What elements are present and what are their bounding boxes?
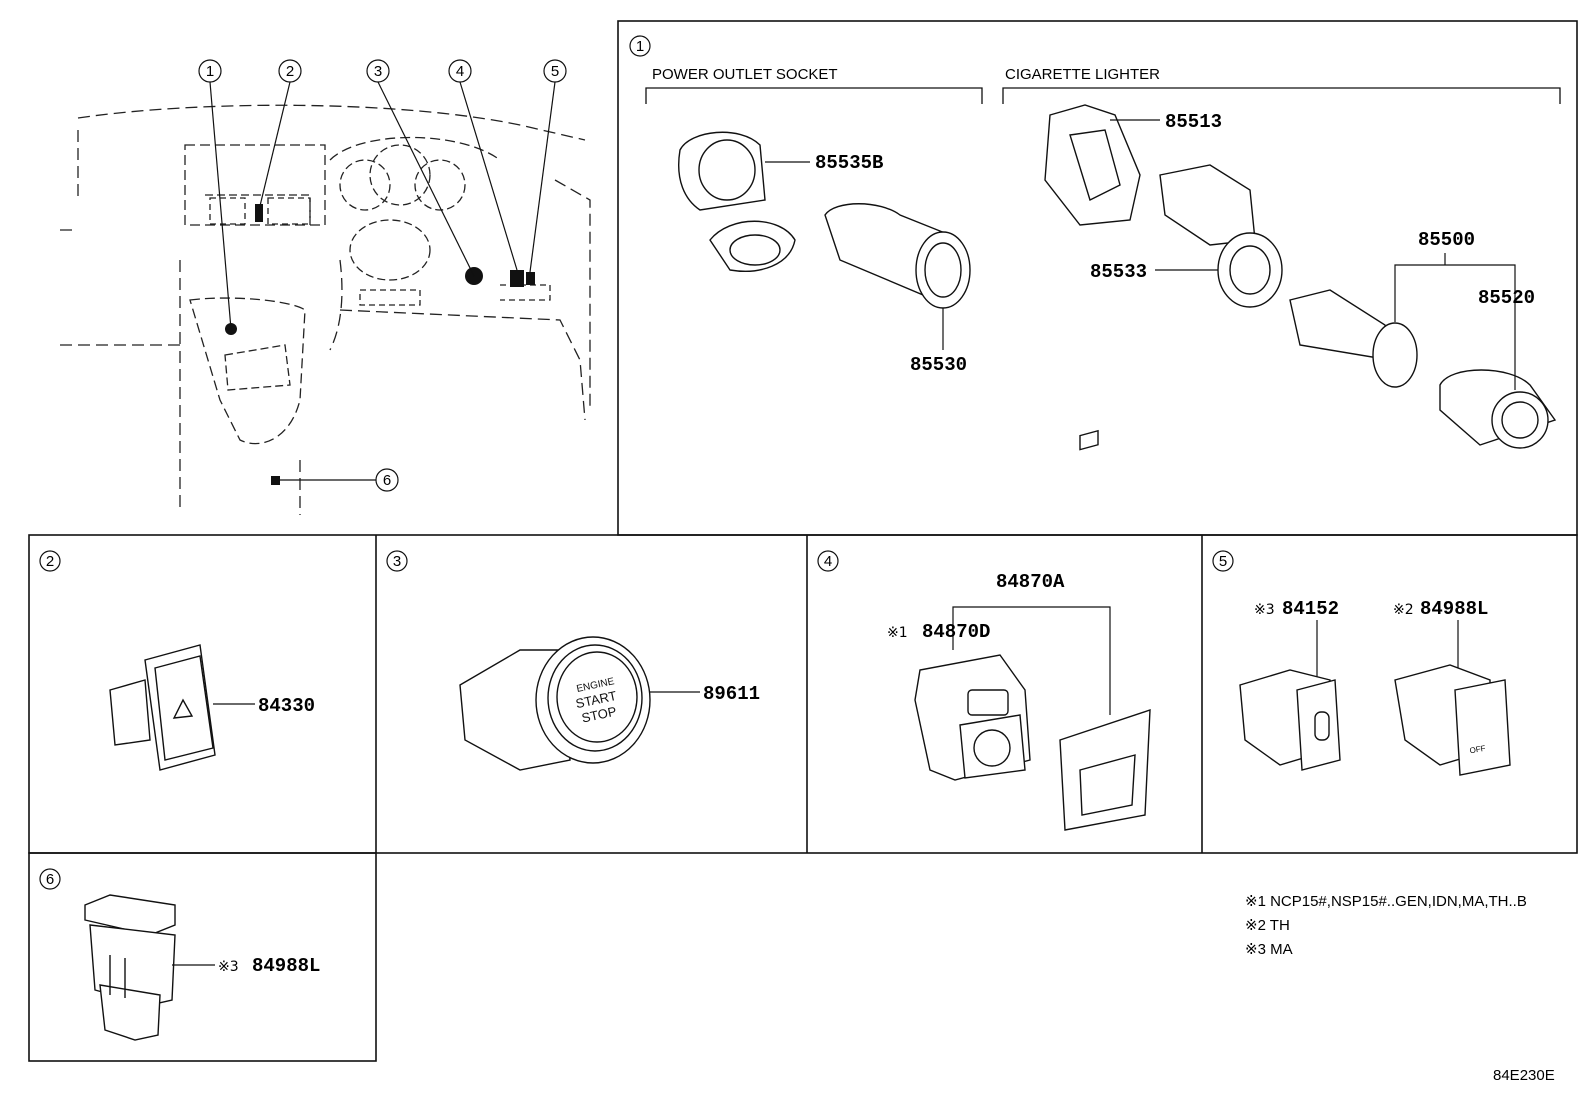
- mark-1-icon: ※1: [887, 625, 908, 641]
- callout-4: 4: [448, 59, 472, 83]
- callout-6: 6: [375, 468, 399, 492]
- part-89611: 89611: [703, 683, 760, 705]
- callout-2: 2: [278, 59, 302, 83]
- svg-text:6: 6: [383, 472, 391, 489]
- power-outlet-socket-label: POWER OUTLET SOCKET: [652, 66, 838, 83]
- part-85535B: 85535B: [815, 152, 883, 174]
- part-84988L-panel6: 84988L: [252, 955, 320, 977]
- callout-1: 1: [198, 59, 222, 83]
- svg-text:3: 3: [393, 553, 401, 570]
- panel-6-number: 6: [39, 868, 61, 890]
- lighter-housing-85533: [1159, 164, 1283, 308]
- part-85520: 85520: [1478, 287, 1535, 309]
- svg-text:5: 5: [551, 63, 559, 80]
- svg-text:2: 2: [286, 63, 294, 80]
- diagram-id: 84E230E: [1493, 1067, 1555, 1084]
- switch-84988L-panel6: [84, 894, 176, 1041]
- svg-text:STOP: STOP: [580, 704, 618, 726]
- mark-3-icon: ※3: [1254, 602, 1275, 618]
- mirror-switch-84870D: [914, 654, 1031, 781]
- part-85533: 85533: [1090, 261, 1147, 283]
- panel-2-number: 2: [39, 550, 61, 572]
- hazard-switch-84330: [109, 644, 216, 771]
- callout-5: 5: [543, 59, 567, 83]
- mark-3-icon-panel6: ※3: [218, 959, 239, 975]
- svg-text:2: 2: [46, 553, 54, 570]
- note-3: ※3 MA: [1245, 941, 1293, 958]
- headlight-level-switch-84152: [1239, 669, 1341, 771]
- hazard-triangle-icon: [172, 698, 194, 719]
- part-84870A: 84870A: [996, 571, 1065, 593]
- dashboard-overview: [60, 104, 591, 515]
- panel-1-number: 1: [629, 35, 651, 57]
- switch-bezel-84870A: [1059, 429, 1151, 831]
- panel-5-number: 5: [1212, 550, 1234, 572]
- outlet-socket-85530: [824, 203, 971, 309]
- mark-2-icon: ※2: [1393, 602, 1414, 618]
- part-84988L: 84988L: [1420, 598, 1488, 620]
- lighter-bracket-85513: [1044, 104, 1141, 226]
- panels-row-border: [28, 534, 1578, 854]
- part-85500: 85500: [1418, 229, 1475, 251]
- svg-text:5: 5: [1219, 553, 1227, 570]
- svg-text:4: 4: [824, 553, 832, 570]
- cigarette-lighter-label: CIGARETTE LIGHTER: [1005, 66, 1160, 83]
- part-84152: 84152: [1282, 598, 1339, 620]
- panel-3-number: 3: [386, 550, 408, 572]
- vsc-off-label: OFF: [1469, 744, 1486, 756]
- panel-6-border: [28, 852, 377, 1062]
- vsc-off-switch-84988L: [1394, 664, 1511, 776]
- engine-start-button-89611: [459, 636, 651, 771]
- note-2: ※2 TH: [1245, 917, 1290, 934]
- callout-3: 3: [366, 59, 390, 83]
- overview-callouts: 1 2 3 4 5 6: [198, 59, 567, 492]
- part-85530: 85530: [910, 354, 967, 376]
- note-1: ※1 NCP15#,NSP15#..GEN,IDN,MA,TH..B: [1245, 893, 1527, 910]
- part-84870D: 84870D: [922, 621, 990, 643]
- svg-text:3: 3: [374, 63, 382, 80]
- outlet-socket-cover-85535B: [678, 131, 796, 272]
- lighter-plug-85500: [1289, 289, 1418, 388]
- panel-4-number: 4: [817, 550, 839, 572]
- part-85513: 85513: [1165, 111, 1222, 133]
- part-84330: 84330: [258, 695, 315, 717]
- svg-text:6: 6: [46, 871, 54, 888]
- lighter-socket-85520: [1439, 369, 1557, 449]
- svg-text:4: 4: [456, 63, 464, 80]
- svg-text:1: 1: [636, 38, 644, 55]
- svg-text:1: 1: [206, 63, 214, 80]
